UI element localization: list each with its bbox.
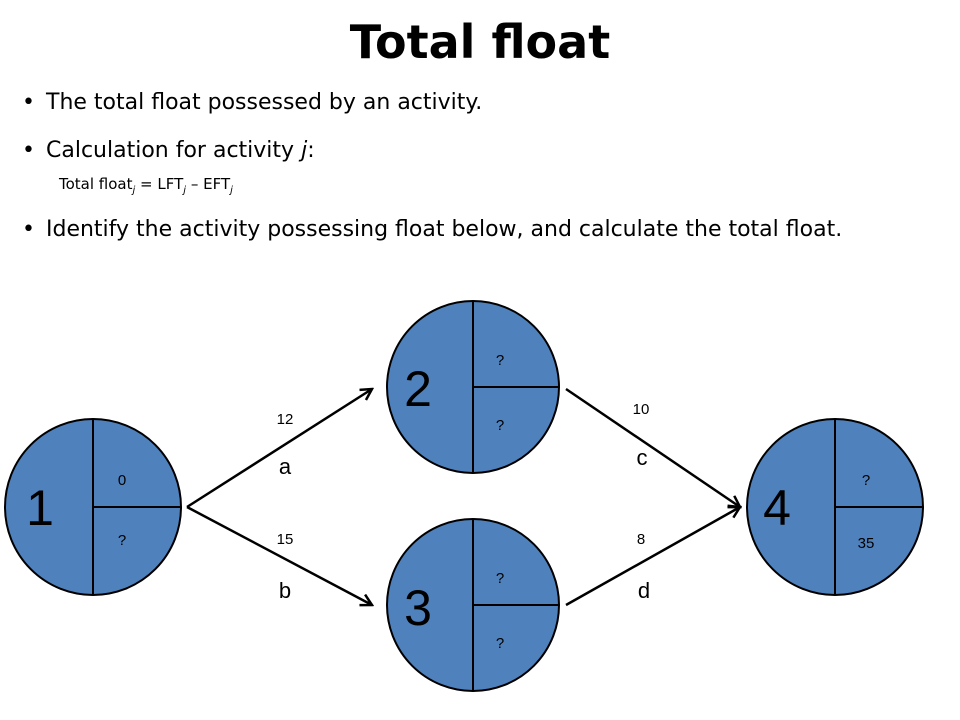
activity-d-duration: 8 [637,531,645,548]
bullet-item: • Identify the activity possessing float… [22,215,926,245]
node-bottom-value: ? [118,532,126,549]
bullet-text: Identify the activity possessing float b… [46,217,843,242]
activity-b-label: b [279,578,291,603]
formula-left: Total float [59,175,133,193]
activity-c-label: c [637,445,648,470]
bullet-dot-icon: • [22,138,35,163]
bullet-variable: j [301,138,308,163]
edge-c [565,387,740,507]
formula-subscript: j [230,185,233,196]
bullet-item: • The total float possessed by an activi… [22,88,942,118]
node-top-value: ? [496,352,504,369]
node-1: 1 0 ? [4,418,182,596]
formula: Total floatj = LFTj – EFTj [22,174,942,201]
bullet-list: • The total float possessed by an activi… [22,88,942,245]
node-4: 4 ? 35 [746,418,924,596]
formula-subscript: j [183,185,187,196]
node-number: 4 [763,480,791,536]
activity-a-duration: 12 [277,411,294,428]
bullet-dot-icon: • [22,90,35,115]
node-bottom-value: ? [496,417,504,434]
bullet-text: The total float possessed by an activity… [46,90,483,115]
node-top-value: 0 [118,472,126,489]
node-3: 3 ? ? [386,518,560,692]
node-bottom-value: ? [496,635,504,652]
activity-c-duration: 10 [633,401,650,418]
slide-title: Total float [349,15,611,69]
activity-d-label: d [638,578,650,603]
node-top-value: ? [862,472,870,489]
node-2: 2 ? ? [386,300,560,474]
node-number: 3 [404,580,432,636]
node-number: 2 [404,361,432,417]
activity-b-duration: 15 [277,531,294,548]
node-bottom-value: 35 [858,535,875,552]
node-number: 1 [26,480,54,536]
formula-mid: = LFT [135,175,184,193]
bullet-text-end: : [307,138,315,163]
formula-right: – EFT [186,175,231,193]
node-top-value: ? [496,570,504,587]
bullet-item: • Calculation for activity j: [22,136,942,166]
edge-d [565,507,740,607]
bullet-text: Calculation for activity [46,138,302,163]
formula-subscript: j [132,185,136,196]
bullet-dot-icon: • [22,217,35,242]
edge-a [186,389,372,509]
edge-b [186,505,372,605]
activity-a-label: a [279,454,292,479]
